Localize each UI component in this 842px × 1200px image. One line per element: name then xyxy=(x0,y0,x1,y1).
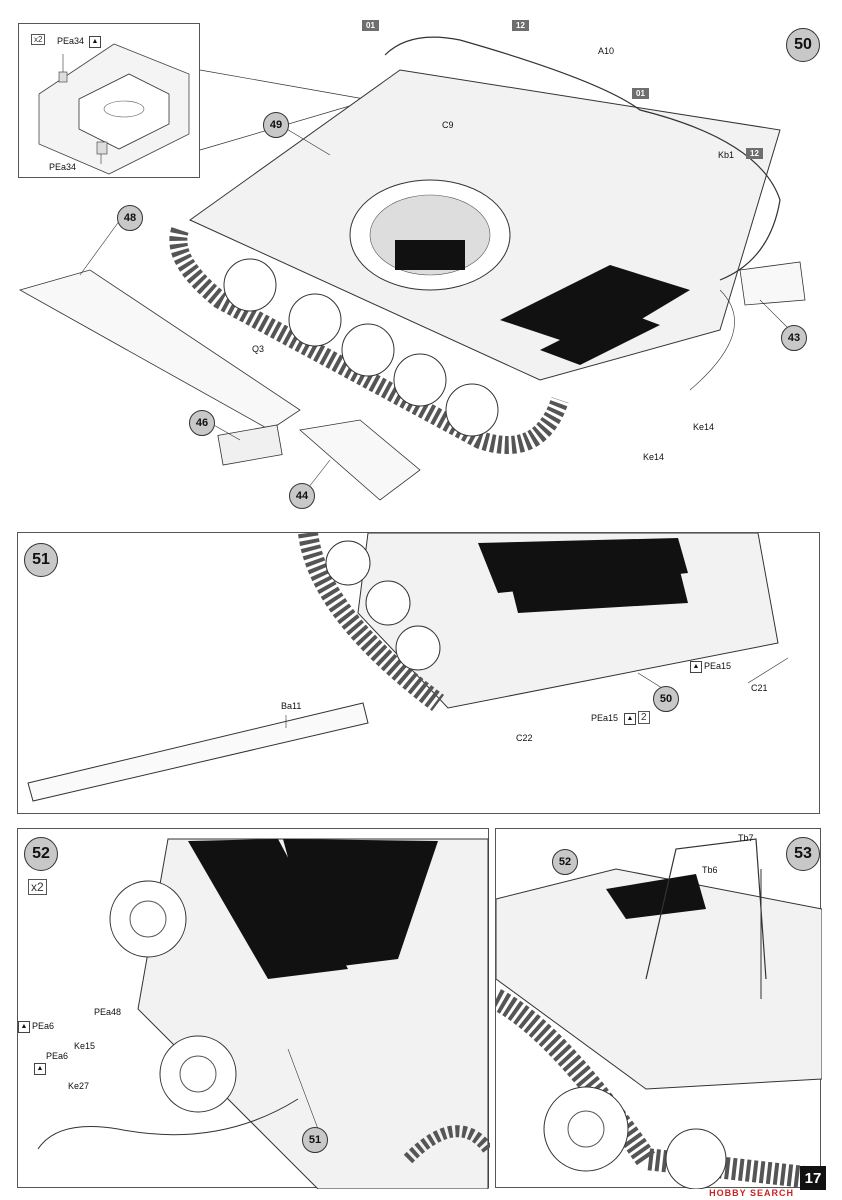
step-52-number: 52 xyxy=(24,837,58,871)
glue-icon: ▲ xyxy=(18,1021,30,1033)
label-pea15-right: PEa15 xyxy=(704,661,732,671)
pea15-multiplier: 2 xyxy=(638,711,650,724)
label-c22: C22 xyxy=(516,733,533,743)
step-52-multiplier: x2 xyxy=(28,879,47,895)
label-q3: Q3 xyxy=(252,344,265,354)
glue-icon: ▲ xyxy=(89,36,101,48)
step-53-panel: 53 52 Tb7 Tb6 xyxy=(495,828,822,1189)
tag-12-right: 12 xyxy=(746,148,763,159)
glue-icon: ▲ xyxy=(624,713,636,725)
step-51-number: 51 xyxy=(24,543,58,577)
label-pea48: PEa48 xyxy=(94,1007,122,1017)
label-ba11: Ba11 xyxy=(281,701,302,711)
label-ke27: Ke27 xyxy=(68,1081,90,1091)
label-c21: C21 xyxy=(751,683,768,693)
glue-icon: ▲ xyxy=(34,1063,46,1075)
ref-46: 46 xyxy=(189,410,215,436)
label-tb6: Tb6 xyxy=(702,865,718,875)
watermark: HOBBY SEARCH xyxy=(709,1188,794,1198)
tank-rear-drawing xyxy=(27,533,789,802)
pipe-fitting-drawing xyxy=(496,838,822,1189)
step-50-panel: x2 PEa34 ▲ PEa34 xyxy=(0,0,842,525)
tag-12-top: 12 xyxy=(512,20,529,31)
label-ke15: Ke15 xyxy=(74,1041,96,1051)
inset-multiplier: x2 xyxy=(31,34,46,45)
label-tb7: Tb7 xyxy=(738,833,754,843)
label-c9: C9 xyxy=(442,120,454,130)
step-53-number: 53 xyxy=(786,837,820,871)
inset-drawing xyxy=(38,43,190,175)
ref-51: 51 xyxy=(302,1127,328,1153)
tag-01-top: 01 xyxy=(362,20,379,31)
ref-50: 50 xyxy=(653,686,679,712)
step-51-panel: 51 50 Ba11 C22 PEa15 ▲ 2 ▲ PEa15 C21 xyxy=(17,532,820,814)
tank-upper-hull-drawing xyxy=(18,36,806,501)
step-50-number: 50 xyxy=(786,28,820,62)
step-52-panel: 52 x2 51 PEa48 ▲ PEa6 Ke15 PEa6 ▲ Ke27 xyxy=(17,828,490,1189)
label-pea34-top: PEa34 xyxy=(57,36,85,46)
ref-52: 52 xyxy=(552,849,578,875)
label-kb1: Kb1 xyxy=(718,150,735,160)
ref-44: 44 xyxy=(289,483,315,509)
glue-icon: ▲ xyxy=(690,661,702,673)
ref-49: 49 xyxy=(263,112,289,138)
ref-48: 48 xyxy=(117,205,143,231)
label-ke14-right: Ke14 xyxy=(693,422,715,432)
page-number: 17 xyxy=(800,1166,826,1190)
label-a10: A10 xyxy=(598,46,615,56)
label-ke14-bottom: Ke14 xyxy=(643,452,665,462)
label-pea15-bottom: PEa15 xyxy=(591,713,619,723)
ref-43: 43 xyxy=(781,325,807,351)
tag-01-right: 01 xyxy=(632,88,649,99)
label-pea6-top: PEa6 xyxy=(32,1021,55,1031)
label-pea34-bottom: PEa34 xyxy=(49,162,77,172)
label-pea6-bottom: PEa6 xyxy=(46,1051,69,1061)
inset-box: x2 PEa34 ▲ PEa34 xyxy=(18,23,200,178)
drum-tank-drawing xyxy=(37,838,490,1189)
